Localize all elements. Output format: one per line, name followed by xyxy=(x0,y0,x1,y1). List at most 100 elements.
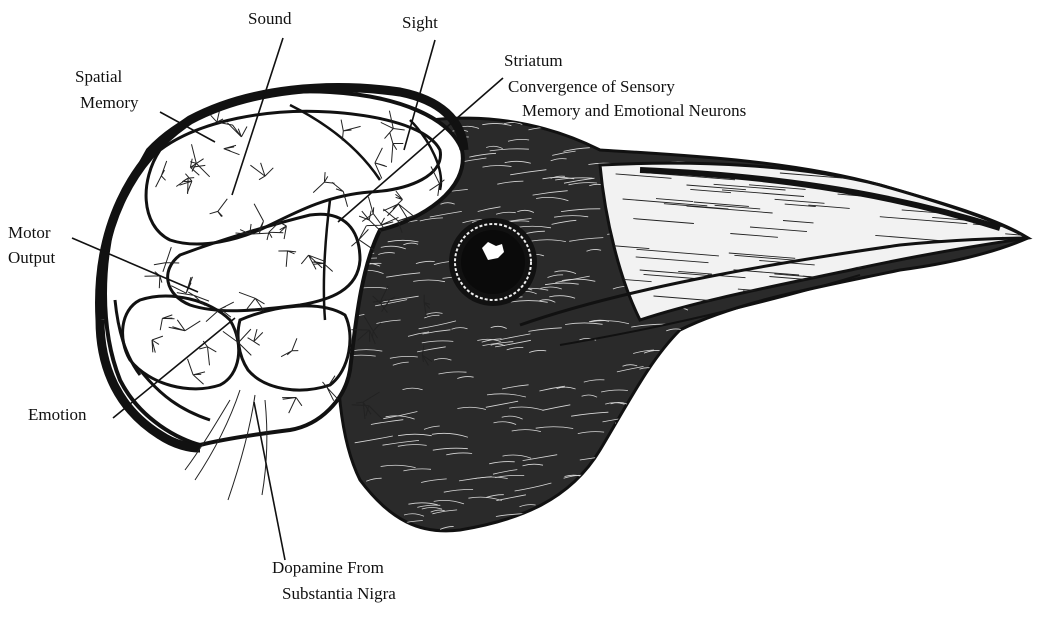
beak-stroke xyxy=(713,183,786,191)
feather-stroke xyxy=(536,197,569,202)
beak-stroke xyxy=(693,201,749,207)
feather-stroke xyxy=(389,355,418,359)
feather-stroke xyxy=(540,286,562,290)
label-spatial-memory-1: Spatial xyxy=(75,67,123,86)
beak-stroke xyxy=(622,198,708,207)
feather-stroke xyxy=(633,349,655,354)
neuron-branch xyxy=(282,397,303,414)
feather-stroke xyxy=(503,122,523,125)
neuron-branch xyxy=(278,250,297,267)
beak-stroke xyxy=(686,184,746,191)
feather-stroke xyxy=(397,444,427,447)
beak-stroke xyxy=(678,270,712,275)
feather-stroke xyxy=(489,461,515,465)
feather-stroke xyxy=(517,209,535,213)
leader-dopamine xyxy=(253,401,286,561)
feather-stroke xyxy=(421,478,447,483)
feather-stroke xyxy=(642,393,667,397)
feather-stroke xyxy=(497,180,524,185)
feather-stroke xyxy=(398,433,432,437)
feather-stroke xyxy=(643,350,660,354)
feather-stroke xyxy=(621,518,655,524)
feather-stroke xyxy=(423,425,440,430)
leader-sight xyxy=(403,39,436,151)
beak-stroke xyxy=(927,171,1004,179)
feather-stroke xyxy=(422,329,451,335)
beak-stroke xyxy=(782,220,814,224)
feather-stroke xyxy=(549,295,576,299)
beak-stroke xyxy=(655,198,694,203)
neuron-branch xyxy=(279,221,287,240)
eye xyxy=(449,218,537,306)
neuron-branch xyxy=(372,296,396,312)
beak-stroke xyxy=(643,273,695,279)
neuron-branch xyxy=(223,144,240,156)
beak-stroke xyxy=(808,204,850,209)
beak-stroke xyxy=(992,297,1028,305)
feather-stroke xyxy=(652,372,688,375)
beak-stroke xyxy=(615,173,672,179)
neuron-branch xyxy=(159,314,175,331)
feather-stroke xyxy=(514,482,552,492)
beak-stroke xyxy=(895,171,974,179)
brain-cutaway xyxy=(95,83,469,453)
feather-stroke xyxy=(490,325,507,329)
leader-striatum xyxy=(337,77,504,223)
label-sight: Sight xyxy=(402,13,438,32)
neuron-branch xyxy=(227,122,248,138)
feather-stroke xyxy=(529,350,547,353)
feather-stroke xyxy=(510,300,548,303)
feather-stroke xyxy=(569,237,604,242)
feather-stroke xyxy=(493,421,517,425)
feather-stroke xyxy=(419,217,443,222)
label-motor-output-2: Output xyxy=(8,248,56,267)
beak-stroke xyxy=(774,198,825,204)
beak-stroke xyxy=(879,216,968,225)
neuron-branch xyxy=(300,254,326,270)
beak-stroke xyxy=(633,218,694,224)
feather-stroke xyxy=(522,463,544,467)
feather-stroke xyxy=(440,202,455,205)
beak-stroke xyxy=(831,290,906,298)
feather-stroke xyxy=(554,270,577,274)
feather-stroke xyxy=(511,429,541,432)
feather-stroke xyxy=(583,379,605,383)
leader-spatial xyxy=(159,111,216,143)
feather-stroke xyxy=(375,299,408,307)
feather-stroke xyxy=(432,509,458,515)
beak-stroke xyxy=(936,183,985,189)
neuron-branch xyxy=(312,261,334,272)
feather-stroke xyxy=(550,175,565,179)
feather-stroke xyxy=(586,249,602,252)
feather-stroke xyxy=(380,245,406,250)
neuron-branch xyxy=(222,328,252,356)
dopamine-fibres xyxy=(184,389,268,501)
feather-stroke xyxy=(380,464,416,468)
feather-stroke xyxy=(670,147,705,155)
feather-stroke xyxy=(403,468,432,472)
neuron-branch xyxy=(168,319,201,332)
beak-stroke xyxy=(904,174,973,181)
feather-stroke xyxy=(462,219,483,224)
feather-stroke xyxy=(502,384,529,390)
feather-stroke xyxy=(628,426,658,431)
feather-stroke xyxy=(535,426,574,429)
neuron-branch xyxy=(351,404,383,420)
neuron-branch xyxy=(189,158,206,176)
label-striatum-1: Striatum xyxy=(504,51,563,70)
feather-stroke xyxy=(563,147,590,152)
neuron-branch xyxy=(389,132,404,163)
feather-stroke xyxy=(489,148,529,152)
leader-emotion xyxy=(112,317,236,419)
feather-stroke xyxy=(417,346,446,353)
feather-stroke xyxy=(378,252,395,255)
feather-stroke xyxy=(662,427,680,431)
neuron-branch xyxy=(423,294,431,317)
label-dopamine-1: Dopamine From xyxy=(272,558,384,577)
feather-stroke xyxy=(424,314,440,319)
feather-stroke xyxy=(530,239,566,242)
beak-stroke xyxy=(748,184,806,190)
feather-stroke xyxy=(648,425,667,430)
neuron-branch xyxy=(190,144,211,178)
feather-stroke xyxy=(539,385,565,392)
